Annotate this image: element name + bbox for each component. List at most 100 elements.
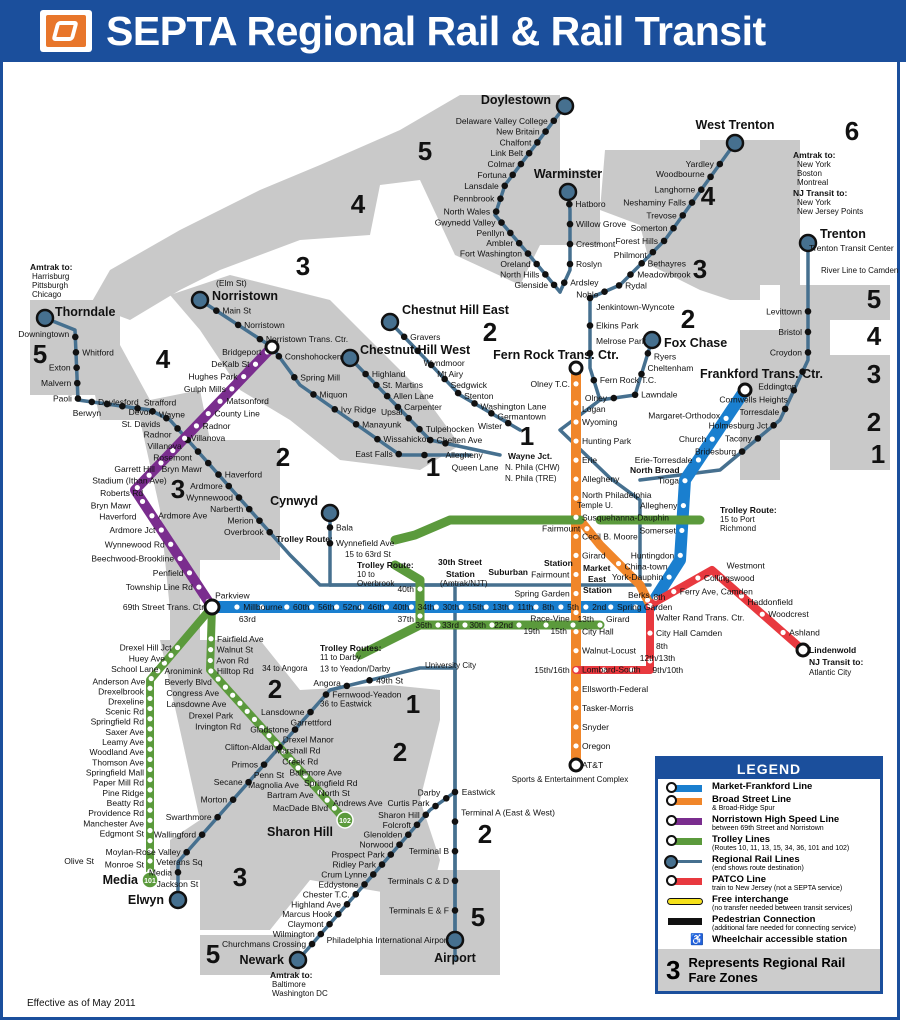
hub-label: 30th Street (438, 557, 482, 567)
station-label: Miquon (319, 389, 347, 399)
station-dot (158, 460, 164, 466)
terminal-label: West Trenton (696, 118, 775, 132)
station-dot (237, 700, 243, 706)
station-dot (671, 588, 677, 595)
fare-zone-background (30, 95, 890, 975)
terminal-label: Norristown (212, 289, 278, 303)
station-label: Wynnewood Rd (105, 539, 165, 549)
station-label: Stenton (464, 391, 494, 401)
station-label: Germantown (497, 411, 546, 421)
station-dot (417, 586, 423, 592)
nj-transit-destination: Atlantic City (809, 668, 851, 677)
station-dot (147, 827, 153, 834)
station-dot (74, 395, 82, 402)
station-label: Highland (372, 369, 406, 379)
fare-zone-number: 6 (845, 116, 859, 146)
station-dot (583, 604, 589, 610)
station-label: China-town (625, 562, 668, 572)
station-dot (147, 858, 153, 864)
station-label: Veterans Sq (156, 857, 203, 867)
trolley-route-label: Trolley Routes: (320, 643, 382, 653)
hub-label: East (588, 574, 606, 584)
station-dot (308, 940, 316, 948)
station-label: Millbourne (243, 602, 282, 612)
map-note: NJ Transit to: (793, 188, 847, 198)
station-dot (404, 831, 412, 839)
market-frankford-line (206, 384, 751, 613)
station-label: Ivy Ridge (341, 404, 377, 414)
station-label: Exton (49, 363, 71, 373)
station-dot (208, 636, 214, 642)
station-dot (550, 117, 558, 125)
patco-terminal-label: Lindenwold (809, 645, 856, 655)
station-dot (230, 692, 236, 698)
station-label: 8th (542, 602, 554, 612)
terminal-label: Elwyn (128, 893, 164, 907)
station-label: Tulpehocken (426, 424, 475, 434)
station-label: Spring Garden (617, 602, 673, 612)
septa-logo (40, 10, 92, 52)
station-label: Roslyn (576, 259, 602, 269)
station-label: AT&T (582, 760, 603, 770)
station-dot (309, 604, 315, 610)
station-label: St. Martins (382, 380, 423, 390)
station-label: Fern Rock T.C. (600, 375, 657, 385)
station-dot (147, 736, 153, 742)
station-label: Ashland (789, 627, 820, 637)
terminal-sublabel: Trenton Transit Center (809, 243, 894, 253)
station-dot (369, 871, 377, 878)
station-label: Hunting Park (582, 436, 632, 446)
station-label: Spring Mill (300, 372, 340, 382)
station-label: 15th (550, 626, 567, 636)
fare-zone-number: 5 (206, 939, 220, 969)
station-label: Scenic Rd (105, 707, 144, 717)
station-label: Marcus Hook (282, 909, 333, 919)
terminal-station-marker (288, 950, 308, 970)
legend-item-label: Regional Rail Lines (712, 854, 800, 865)
hub-label: Station (544, 558, 573, 568)
station-dot (504, 419, 512, 427)
station-label: 40th (397, 584, 414, 594)
station-label: Lansdale (464, 181, 499, 191)
station-label: Curtis Park (387, 798, 430, 808)
station-dot (149, 513, 155, 519)
station-dot (573, 419, 579, 425)
station-label: 60th (293, 602, 310, 612)
station-label: 5th (567, 602, 579, 612)
station-label: School Lane (111, 664, 159, 674)
station-dot (566, 200, 573, 208)
station-dot (573, 495, 579, 501)
station-dot (417, 613, 423, 619)
station-dot (73, 364, 80, 372)
legend-item-sub: train to New Jersey (not a SEPTA service… (712, 885, 843, 892)
station-label: Darby (418, 787, 441, 797)
terminal-label: Chestnut Hill East (402, 303, 510, 317)
station-label: 40th (393, 602, 410, 612)
station-dot (517, 160, 525, 168)
station-label: Allen Lane (393, 391, 433, 401)
station-dot (586, 349, 594, 357)
station-label: Saxer Ave (105, 727, 144, 737)
station-dot (147, 756, 153, 762)
station-label: Forest Hills (616, 236, 659, 246)
station-label: 34th (418, 602, 435, 612)
mfl-terminal-label: Frankford Trans. Ctr. (700, 367, 823, 381)
station-label: Matsonford (226, 396, 269, 406)
station-dot (515, 239, 523, 247)
fare-zone-number: 2 (276, 442, 290, 472)
station-label: Hughes Park (189, 372, 239, 382)
station-label: Hilltop Rd (217, 666, 254, 676)
terminal-station-marker (445, 930, 465, 950)
station-dot (573, 514, 579, 520)
station-dot (208, 647, 214, 653)
fare-zone-number: 2 (478, 819, 492, 849)
station-dot (638, 370, 645, 378)
station-label: Allegheny (445, 450, 483, 460)
hub-label: Temple U. (577, 501, 613, 510)
station-dot (326, 539, 334, 547)
station-dot (573, 571, 579, 578)
map-note: New Jersey Points (797, 207, 863, 216)
station-dot (433, 604, 439, 610)
station-label: Media (149, 867, 172, 877)
station-dot (573, 686, 579, 692)
